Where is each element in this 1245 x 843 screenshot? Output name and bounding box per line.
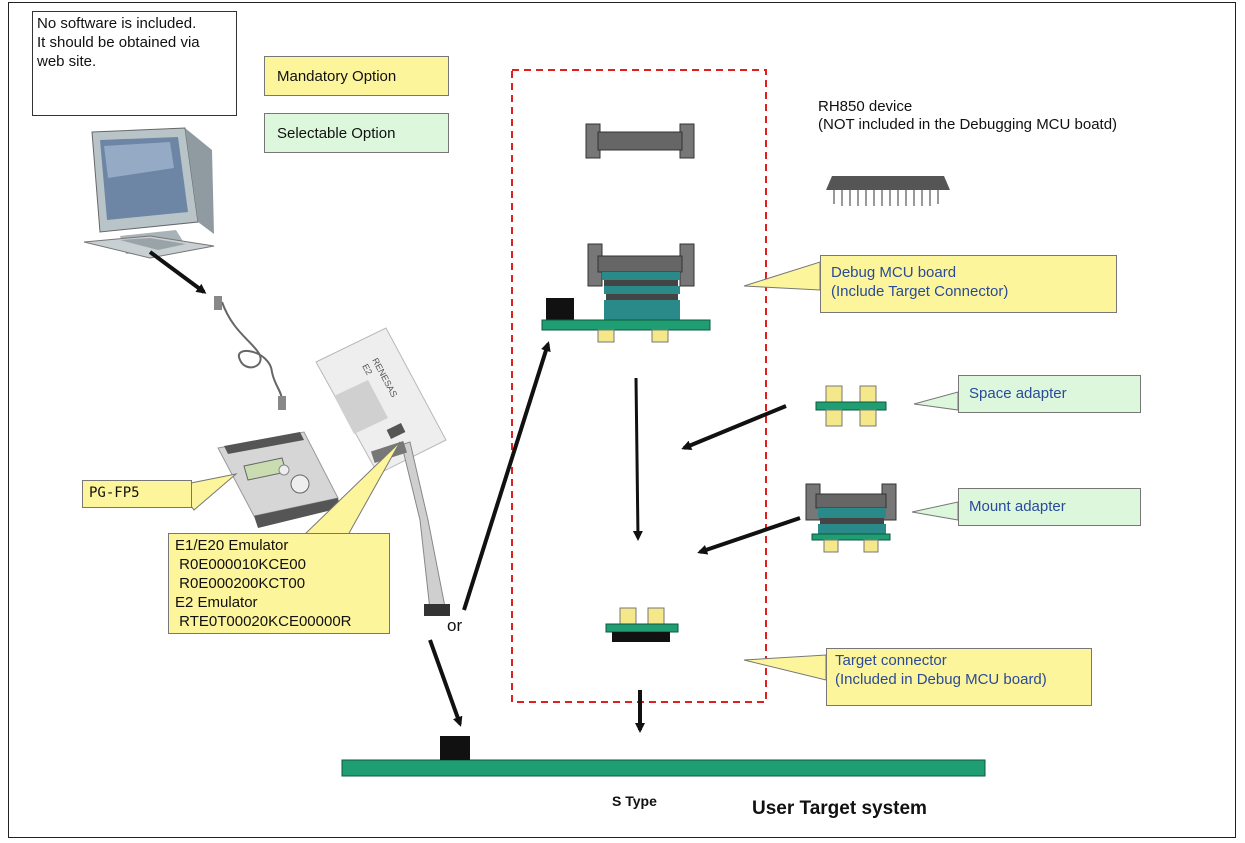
debug-board-line-1: Debug MCU board [831, 264, 957, 281]
user-target-board [341, 759, 986, 777]
pg-fp5-label: PG-FP5 [89, 485, 140, 501]
rh850-device-icon [826, 176, 950, 206]
debug-kit-boundary [511, 69, 767, 703]
arrow-space-adapter [681, 404, 787, 450]
callout-pointer-mount-adapter [911, 501, 959, 521]
socket-cover-icon [585, 123, 695, 159]
arrow-board-to-connector [632, 377, 643, 541]
callout-pointer-debug-board [743, 261, 821, 291]
usb-cable-icon [214, 296, 286, 410]
space-adapter-label: Space adapter [969, 385, 1067, 402]
callout-space-adapter: Space adapter [958, 375, 1141, 413]
callout-pointer-space-adapter [913, 391, 959, 411]
emulator-line-4: E2 Emulator [175, 594, 258, 611]
debug-mcu-board-icon [541, 243, 711, 343]
software-note-line-3: web site. [37, 53, 97, 70]
legend-mandatory-label: Mandatory Option [277, 68, 397, 85]
target-debug-connector [440, 736, 470, 760]
arrow-emulator-to-debug-board [462, 341, 551, 611]
legend-mandatory: Mandatory Option [264, 56, 449, 96]
callout-pointer-target-connector [743, 654, 827, 681]
target-connector-line-1: Target connector [835, 652, 947, 669]
user-target-system-label: User Target system [752, 798, 927, 819]
arrow-mount-adapter [697, 516, 801, 555]
software-note-line-2: It should be obtained via [37, 34, 200, 51]
rh850-device-line-2: (NOT included in the Debugging MCU boatd… [818, 116, 1118, 133]
computer-icon [83, 127, 215, 259]
software-note-line-1: No software is included. [37, 15, 197, 32]
emulator-model-label: E2 [360, 362, 374, 376]
callout-pg-fp5: PG-FP5 [82, 480, 192, 508]
target-connector-line-2: (Included in Debug MCU board) [835, 671, 1047, 688]
or-label: or [447, 616, 463, 635]
rh850-device-line-1: RH850 device [818, 98, 913, 115]
callout-target-connector: Target connector (Included in Debug MCU … [826, 648, 1092, 706]
emulator-line-5: RTE0T00020KCE00000R [175, 613, 352, 630]
target-connector-icon [605, 607, 679, 642]
legend-selectable: Selectable Option [264, 113, 449, 153]
diagram-frame [8, 2, 1236, 838]
s-type-label: S Type [612, 793, 657, 809]
arrow-pc-to-cable [148, 250, 207, 294]
emulator-line-1: E1/E20 Emulator [175, 537, 289, 554]
callout-mount-adapter: Mount adapter [958, 488, 1141, 526]
debug-board-line-2: (Include Target Connector) [831, 283, 1009, 300]
legend-selectable-label: Selectable Option [277, 125, 396, 142]
mount-adapter-icon [805, 483, 897, 553]
callout-emulators: E1/E20 Emulator R0E000010KCE00 R0E000200… [168, 533, 390, 634]
emulator-line-3: R0E000200KCT00 [175, 575, 306, 592]
e2-emulator-icon: RENESAS E2 [315, 327, 447, 475]
software-note-box: No software is included. It should be ob… [32, 11, 237, 116]
rh850-device-label: RH850 device (NOT included in the Debugg… [818, 98, 1117, 134]
space-adapter-icon [815, 385, 887, 427]
emulator-line-2: R0E000010KCE00 [175, 556, 306, 573]
callout-debug-mcu-board: Debug MCU board (Include Target Connecto… [820, 255, 1117, 313]
arrow-emulator-to-target [428, 639, 463, 727]
pg-fp5-icon [217, 431, 340, 528]
mount-adapter-label: Mount adapter [969, 498, 1066, 515]
